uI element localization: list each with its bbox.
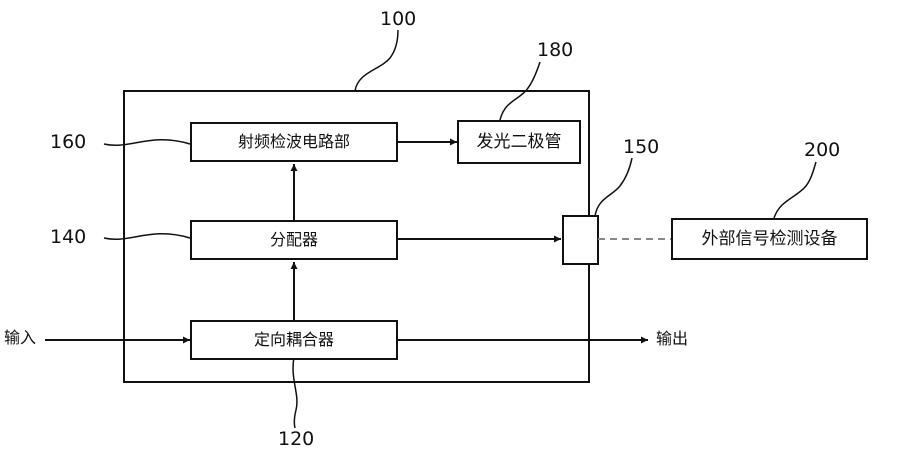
splitter-block: 分配器 xyxy=(190,220,398,260)
splitter-label: 分配器 xyxy=(269,230,318,249)
rf-detector-block: 射频检波电路部 xyxy=(190,122,398,162)
ref-140: 140 xyxy=(50,226,87,248)
external-device-label: 外部信号检测设备 xyxy=(701,228,838,249)
led-label: 发光二极管 xyxy=(476,131,562,152)
leader-140 xyxy=(103,233,191,240)
leader-200 xyxy=(773,161,817,219)
ref-150: 150 xyxy=(623,136,660,158)
external-device-block: 外部信号检测设备 xyxy=(671,218,868,260)
ref-200: 200 xyxy=(804,139,841,161)
leader-120 xyxy=(292,356,298,429)
coupler-block: 定向耦合器 xyxy=(190,320,398,360)
ref-100: 100 xyxy=(380,8,417,30)
connector-150 xyxy=(562,215,599,265)
output-label: 输出 xyxy=(656,329,689,348)
leader-180 xyxy=(499,61,541,121)
leader-160 xyxy=(103,139,191,146)
leader-100 xyxy=(354,29,399,92)
coupler-label: 定向耦合器 xyxy=(253,330,334,349)
ref-180: 180 xyxy=(537,39,574,61)
ref-120: 120 xyxy=(278,428,315,450)
input-label: 输入 xyxy=(4,328,37,347)
rf-detector-label: 射频检波电路部 xyxy=(237,132,350,151)
led-block: 发光二极管 xyxy=(457,120,581,164)
ref-160: 160 xyxy=(50,131,87,153)
leader-150 xyxy=(594,157,633,217)
